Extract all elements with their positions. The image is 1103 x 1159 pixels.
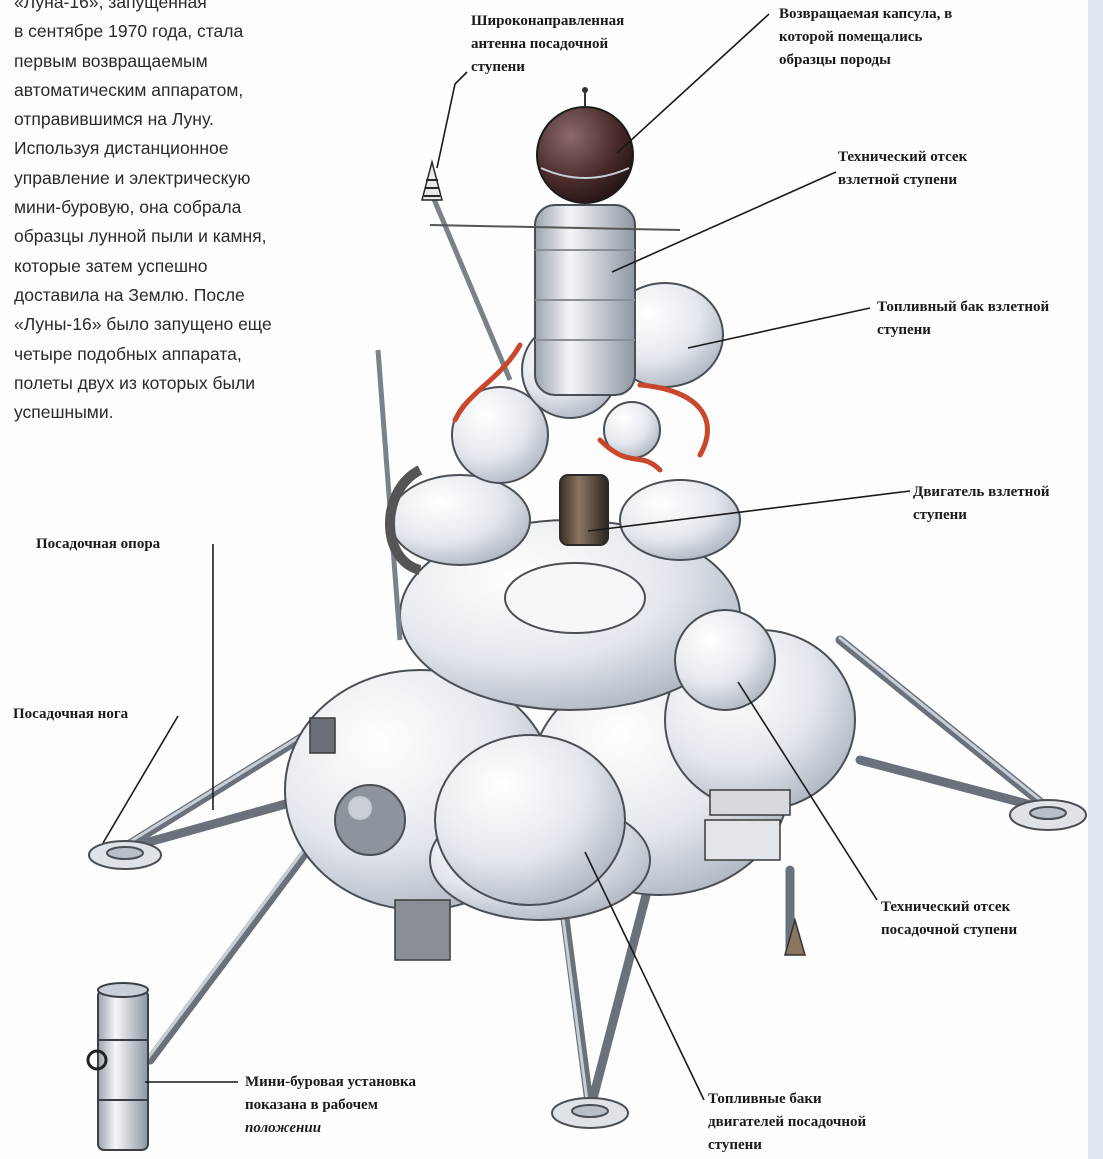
label-line: Возвращаемая капсула, в (779, 3, 952, 26)
label-line: антенна посадочной (471, 33, 624, 56)
label-line: образцы породы (779, 49, 952, 72)
label-line: ступени (913, 504, 1049, 527)
label-mini-drill: Мини-буровая установка показана в рабоче… (245, 1071, 416, 1140)
label-line: Двигатель взлетной (913, 481, 1049, 504)
label-line: Посадочная опора (36, 533, 160, 556)
paper-edge (1088, 0, 1103, 1159)
label-line: взлетной ступени (838, 169, 967, 192)
label-line: Мини-буровая установка (245, 1071, 416, 1094)
label-line: Топливный бак взлетной (877, 296, 1049, 319)
label-return-capsule: Возвращаемая капсула, в которой помещали… (779, 3, 952, 72)
label-line: ступени (877, 319, 1049, 342)
label-line: двигателей посадочной (708, 1111, 866, 1134)
label-line: Топливные баки (708, 1088, 866, 1111)
return-capsule (537, 107, 633, 203)
label-line: Технический отсек (838, 146, 967, 169)
label-landing-leg: Посадочная нога (13, 703, 128, 726)
label-descent-compartment: Технический отсек посадочной ступени (881, 896, 1017, 942)
label-line: ступени (471, 56, 624, 79)
ascent-engine-nozzle (560, 475, 608, 545)
label-line: показана в рабочем (245, 1094, 416, 1117)
label-line: Широконаправленная (471, 10, 624, 33)
label-ascent-engine: Двигатель взлетной ступени (913, 481, 1049, 527)
label-ascent-tank: Топливный бак взлетной ступени (877, 296, 1049, 342)
label-line: посадочной ступени (881, 919, 1017, 942)
label-ascent-compartment: Технический отсек взлетной ступени (838, 146, 967, 192)
label-line: Технический отсек (881, 896, 1017, 919)
label-line: ступени (708, 1134, 866, 1157)
label-landing-support: Посадочная опора (36, 533, 160, 556)
label-line: Посадочная нога (13, 703, 128, 726)
mini-drill-canister (88, 983, 148, 1150)
label-line: положении (245, 1117, 416, 1140)
label-line: которой помещались (779, 26, 952, 49)
label-descent-tanks: Топливные баки двигателей посадочной сту… (708, 1088, 866, 1157)
label-antenna: Широконаправленная антенна посадочной ст… (471, 10, 624, 79)
